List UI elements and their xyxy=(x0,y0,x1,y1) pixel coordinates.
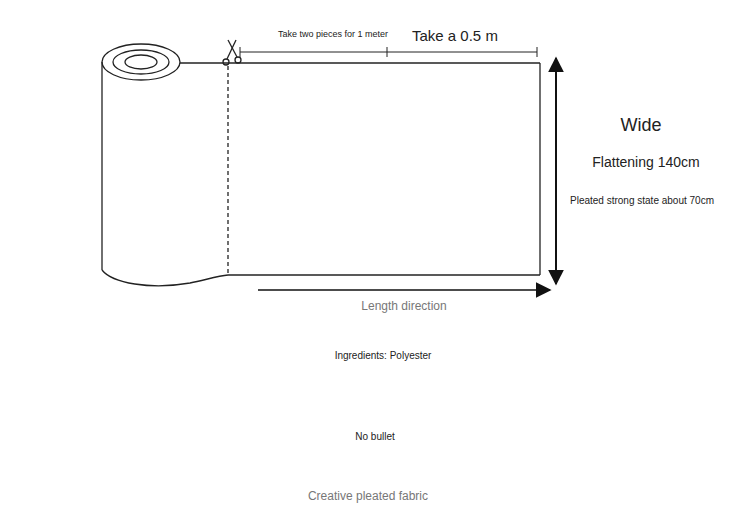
dimension: Flattening 140cm xyxy=(592,155,699,170)
roll-core xyxy=(125,55,157,69)
sheet-bottom xyxy=(228,274,540,275)
note: No bullet xyxy=(355,431,394,442)
fabric-sheet xyxy=(180,63,540,275)
roll-end xyxy=(102,44,180,80)
dimension: Take a 0.5 m xyxy=(412,28,498,45)
roll-side xyxy=(101,62,102,270)
sheet-right xyxy=(539,63,540,275)
length-arrow xyxy=(258,289,550,291)
roll-ring xyxy=(113,50,169,74)
note: Take two pieces for 1 meter xyxy=(278,30,388,40)
dimension: Pleated strong state about 70cm xyxy=(570,195,714,206)
roll-bottom xyxy=(102,270,228,286)
axis-label: Length direction xyxy=(361,300,446,313)
caption-text: Creative pleated fabric xyxy=(308,490,428,503)
heading: Wide xyxy=(620,116,661,136)
scissors-symbol xyxy=(223,40,241,65)
roll xyxy=(102,44,228,286)
sheet-top xyxy=(180,62,540,63)
cut-line xyxy=(227,66,228,275)
width-arrow xyxy=(555,58,557,284)
cut-dimension xyxy=(240,47,537,57)
note: Ingredients: Polyester xyxy=(335,350,432,361)
